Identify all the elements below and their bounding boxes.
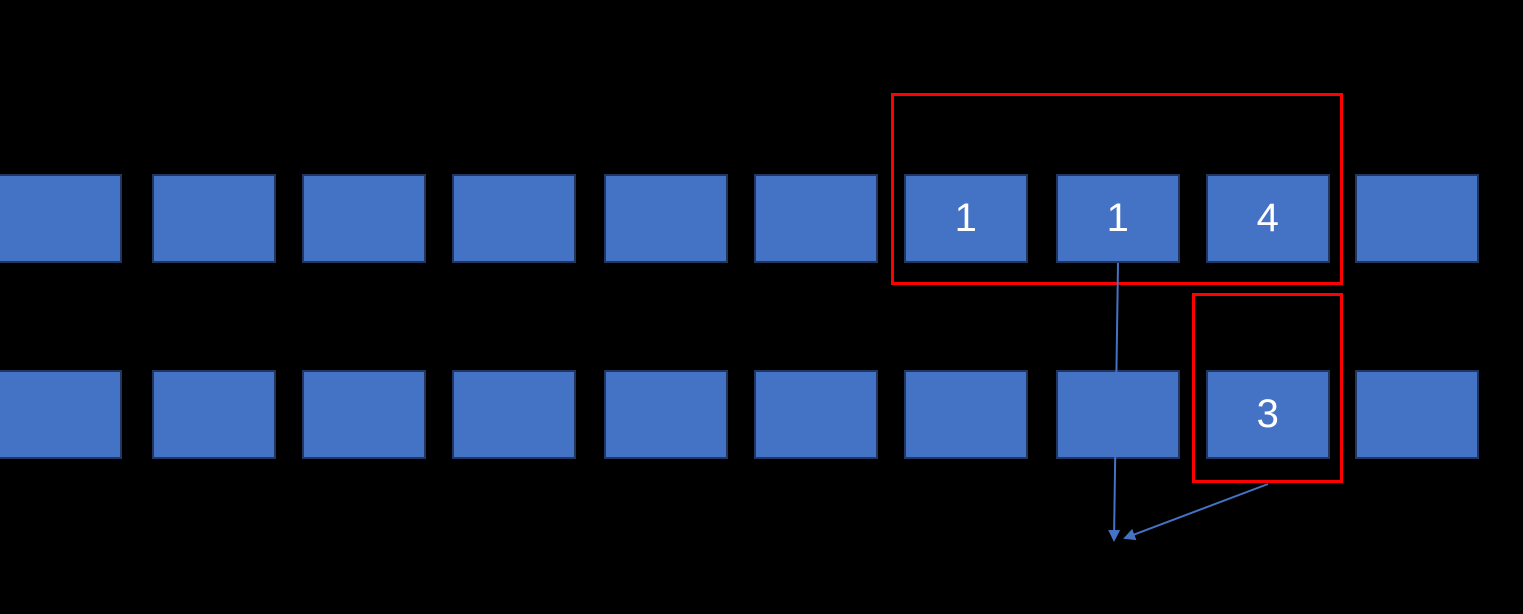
array-cell[interactable]: 1: [904, 174, 1028, 263]
array-cell[interactable]: [152, 370, 276, 459]
array-cell[interactable]: 1: [1056, 174, 1180, 263]
bottom-row-highlight: [1192, 293, 1343, 483]
array-cell[interactable]: [0, 370, 122, 459]
array-cell[interactable]: [452, 370, 576, 459]
array-cell-label: 4: [1256, 195, 1280, 240]
array-cell[interactable]: [754, 174, 878, 263]
array-cell[interactable]: [302, 370, 426, 459]
array-cell[interactable]: [1355, 174, 1479, 263]
array-cell[interactable]: [904, 370, 1028, 459]
array-cell-label: 3: [1256, 391, 1280, 436]
array-cell[interactable]: [1355, 370, 1479, 459]
array-cell-label: 1: [954, 195, 978, 240]
array-cell[interactable]: [754, 370, 878, 459]
array-cell[interactable]: 3: [1206, 370, 1330, 459]
array-cell-label: 1: [1106, 195, 1130, 240]
diagonal-pointer-arrow: [1123, 483, 1269, 541]
array-cell[interactable]: 4: [1206, 174, 1330, 263]
array-cell[interactable]: [1056, 370, 1180, 459]
array-cell[interactable]: [0, 174, 122, 263]
array-cell[interactable]: [604, 370, 728, 459]
array-cell[interactable]: [604, 174, 728, 263]
array-cell[interactable]: [152, 174, 276, 263]
array-cell[interactable]: [302, 174, 426, 263]
array-cell[interactable]: [452, 174, 576, 263]
